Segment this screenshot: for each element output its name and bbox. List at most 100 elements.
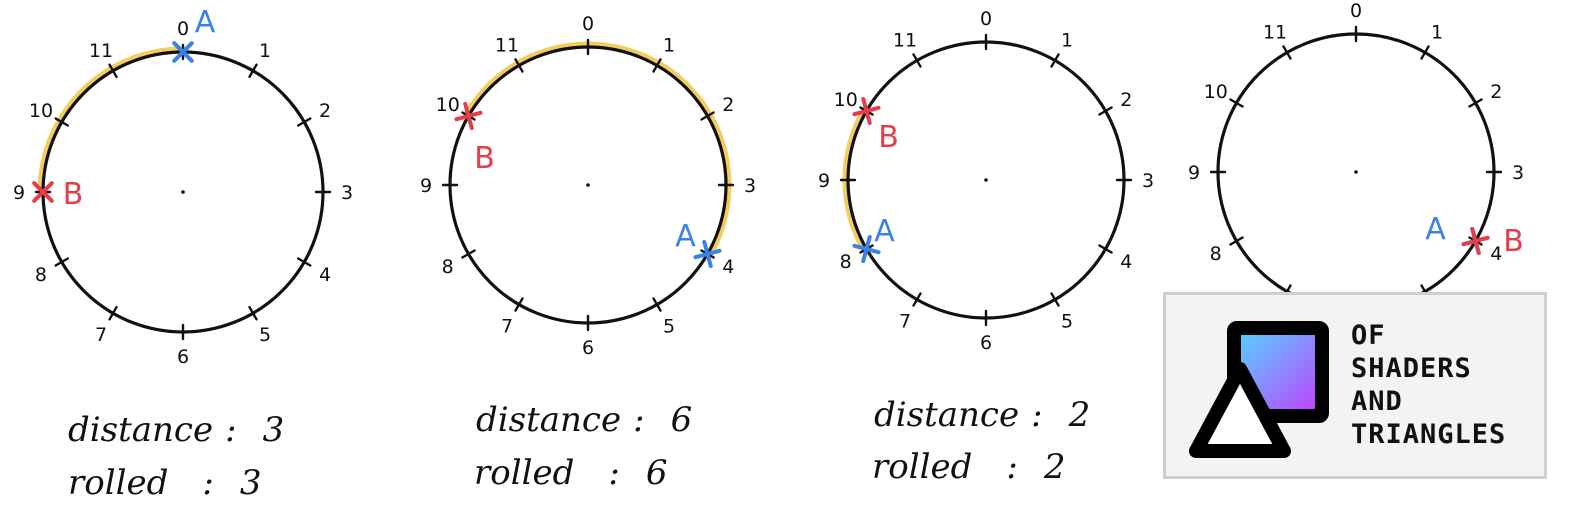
hour-tick [1229, 236, 1244, 246]
marker-a-label: A [675, 219, 696, 254]
hour-tick [1050, 292, 1060, 307]
center-dot [181, 190, 185, 194]
hour-tick [54, 257, 70, 267]
marker-b [1461, 226, 1490, 256]
highlighted-arc [37, 46, 187, 196]
marker-b [454, 101, 483, 131]
caption-rolled-3: rolled:2 [872, 447, 1066, 487]
hour-label: 7 [501, 315, 513, 337]
hour-label: 5 [663, 315, 675, 337]
hour-label: 6 [177, 346, 189, 368]
logo-line: TRIANGLES [1351, 419, 1507, 450]
hour-tick [700, 111, 715, 121]
hour-tick [461, 249, 476, 259]
hour-label: 2 [319, 100, 331, 122]
hour-label: 10 [29, 100, 53, 122]
hour-tick [108, 305, 118, 321]
hour-label: 11 [1263, 22, 1287, 44]
hour-tick [1229, 98, 1244, 108]
hour-label: 4 [1490, 243, 1502, 265]
logo-wordmark: OF SHADERS AND TRIANGLES [1351, 319, 1506, 451]
distance-value: 3 [262, 410, 285, 450]
logo-card: OF SHADERS AND TRIANGLES [1163, 292, 1547, 479]
hour-label: 2 [1490, 81, 1502, 103]
logo-mark-icon [1189, 321, 1329, 458]
hour-label: 7 [899, 310, 911, 332]
distance-value: 6 [670, 400, 693, 440]
hour-label: 11 [89, 40, 113, 62]
marker-a [852, 234, 881, 264]
hour-label: 0 [582, 13, 594, 35]
hour-label: 1 [663, 35, 675, 57]
hour-label: 4 [722, 256, 734, 278]
hour-label: 11 [893, 30, 917, 52]
hour-tick [54, 117, 70, 127]
hour-tick [296, 257, 312, 267]
center-dot [1354, 170, 1358, 174]
hour-label: 0 [177, 18, 189, 40]
hour-label: 8 [442, 256, 454, 278]
marker-a [172, 41, 194, 63]
marker-a-label: A [874, 214, 895, 249]
hour-label: 8 [840, 251, 852, 273]
hour-label: 10 [1204, 81, 1228, 103]
distance-label: distance [476, 400, 622, 440]
hour-label: 9 [818, 170, 830, 192]
hour-label: 5 [1061, 310, 1073, 332]
marker-a-label: A [1425, 212, 1446, 247]
marker-b-label: B [1503, 224, 1524, 259]
rolled-value: 3 [239, 463, 262, 503]
hour-tick [912, 292, 922, 307]
distance-value: 2 [1068, 395, 1091, 435]
hour-tick [652, 297, 662, 312]
rolled-value: 6 [645, 453, 668, 493]
marker-a-label: A [195, 5, 216, 40]
rolled-label: rolled [474, 453, 575, 493]
distance-label: distance [68, 410, 214, 450]
hour-tick [1282, 45, 1292, 60]
hour-tick [652, 58, 662, 73]
marker-b [32, 181, 54, 203]
caption-rolled-2: rolled:6 [474, 453, 668, 493]
hour-label: 0 [980, 8, 992, 30]
hour-label: 5 [259, 324, 271, 346]
hour-tick [248, 63, 258, 79]
marker-b-label: B [474, 141, 495, 176]
hour-tick [514, 297, 524, 312]
center-dot [984, 178, 988, 182]
hour-tick [912, 53, 922, 68]
hour-tick [1468, 98, 1483, 108]
hour-label: 10 [436, 94, 460, 116]
rolled-value: 2 [1043, 447, 1066, 487]
hour-tick [1050, 53, 1060, 68]
hour-label: 8 [35, 264, 47, 286]
hour-label: 3 [1512, 162, 1524, 184]
hour-label: 9 [13, 182, 25, 204]
hour-label: 4 [1120, 251, 1132, 273]
caption-distance-1: distance:3 [68, 410, 285, 450]
rolled-label: rolled [68, 463, 169, 503]
caption-distance-3: distance:2 [874, 395, 1091, 435]
hour-label: 11 [495, 35, 519, 57]
hour-tick [1098, 106, 1113, 116]
hour-label: 6 [980, 332, 992, 354]
hour-label: 1 [1061, 30, 1073, 52]
hour-label: 9 [420, 175, 432, 197]
hour-label: 10 [834, 89, 858, 111]
hour-tick [108, 63, 118, 79]
logo-line: SHADERS [1351, 353, 1472, 384]
hour-label: 8 [1210, 243, 1222, 265]
marker-a [693, 239, 722, 269]
caption-rolled-1: rolled:3 [68, 463, 262, 503]
hour-label: 2 [722, 94, 734, 116]
hour-label: 3 [744, 175, 756, 197]
hour-label: 4 [319, 264, 331, 286]
rolled-label: rolled [872, 447, 973, 487]
hour-label: 1 [1431, 22, 1443, 44]
hour-label: 9 [1188, 162, 1200, 184]
hour-label: 0 [1350, 0, 1362, 22]
center-dot [586, 183, 590, 187]
